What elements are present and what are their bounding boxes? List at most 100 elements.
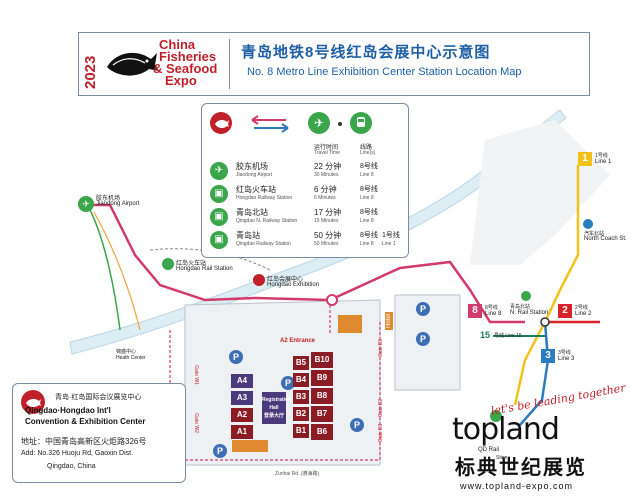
expo-logo-icon	[253, 274, 265, 286]
heath-center-en: Heath Center	[116, 355, 146, 361]
logo-text-expo: Expo	[165, 73, 197, 88]
row-dest-en: Jiaodong Airport	[236, 172, 273, 178]
line-2-label-en: Line 2	[575, 311, 592, 317]
qd-rail-label: QD Rail	[478, 447, 500, 453]
line-15-badge: 15	[477, 330, 493, 341]
line-8-label-cn: 8号线	[485, 305, 498, 311]
registration-hall: Registration Hall 登录大厅	[262, 392, 291, 424]
page-title-cn: 青岛地铁8号线红岛会展中心示意图	[241, 44, 491, 61]
header-banner: 2023 China Fisheries & Seafood Expo 青岛地铁…	[78, 32, 590, 96]
coach-label-en: North Coach St.	[584, 236, 627, 242]
row-line-en: Line 8	[360, 218, 374, 224]
venue-info-box: 青岛·红岛国际会议展览中心 Qingdao·Hongdao Int'l Conv…	[12, 383, 186, 483]
metro-line-8	[78, 203, 525, 324]
hall-b7: B7	[311, 406, 333, 422]
exhibition-label-en: Hongdao Exhibition	[267, 282, 320, 288]
north-station-en: N. Rail Station	[510, 310, 549, 316]
row-time-en: 6 Minutes	[314, 195, 336, 201]
metro-line-1	[513, 165, 580, 406]
hall-a4: A4	[231, 374, 253, 388]
parking-icon: P	[213, 444, 227, 458]
hall-b5: B5	[293, 356, 309, 370]
exhibition-station-marker	[326, 294, 338, 306]
hall-b3: B3	[293, 390, 309, 404]
airplane-icon: ✈	[78, 196, 94, 212]
north-station-marker	[540, 317, 550, 327]
legend-dot	[338, 122, 342, 126]
train-icon	[490, 410, 502, 422]
registration-hall-cn: 登录大厅	[263, 413, 284, 419]
bus-icon	[583, 219, 593, 229]
airport-link-line	[89, 209, 121, 331]
parking-icon: P	[416, 332, 430, 346]
train-icon: ▣	[210, 208, 228, 226]
gate-w1: Gate W1	[192, 365, 199, 385]
hall-b10: B10	[311, 352, 333, 368]
row-line-en: Line 8	[360, 195, 374, 201]
row-dest-cn: 红岛火车站	[236, 185, 276, 194]
row-line-cn: 8号线	[360, 163, 378, 170]
venue-name-en2: Convention & Exhibition Center	[25, 417, 146, 426]
logo-text-seafood: & Seafood	[153, 61, 218, 76]
fish-logo-icon	[107, 52, 159, 76]
land-area	[470, 120, 610, 265]
row-dest-cn: 青岛北站	[236, 208, 268, 217]
registration-hall-en: Registration Hall	[262, 397, 292, 411]
legend-row-airport: ✈ 胶东机场 Jiaodong Airport 22 分钟 30 Minutes…	[210, 161, 406, 183]
zunhai-road-label: Zunhai Rd. (遵海路)	[275, 471, 320, 477]
line-1-label-en: Line 1	[595, 159, 612, 165]
airplane-icon: ✈	[210, 162, 228, 180]
hotel-block-south	[232, 440, 268, 452]
page-title-en: No. 8 Metro Line Exhibition Center Stati…	[247, 66, 522, 78]
orange-road-line	[93, 211, 141, 331]
exhibition-label-cn: 红岛会展中心	[267, 277, 304, 283]
hotel-label: Hotel	[385, 311, 394, 331]
hall-b8: B8	[311, 388, 333, 404]
row-line-cn: 8号线	[360, 186, 378, 193]
row-line-cn: 8号线	[360, 232, 378, 239]
watermark-url: www.topland-expo.com	[460, 481, 574, 491]
transfer-arrows-icon	[251, 115, 289, 133]
col-header-time-cn: 运行时间	[314, 145, 339, 151]
gate-e2: Gate E2	[378, 398, 385, 418]
legend-row-qingdao: ▣ 青岛站 Qingdao Railway Station 50 分钟 50 M…	[210, 230, 406, 252]
venue-address-cn: 地址：中国青岛高新区火炬路326号	[21, 437, 147, 446]
rail-label-en: Hongdao Rail Station	[176, 266, 233, 272]
venue-address-en2: Qingdao, China	[47, 463, 96, 470]
line-2-label-cn: 2号线	[575, 305, 588, 311]
line-3-badge: 3	[541, 349, 555, 363]
legend-row-hongdao-rail: ▣ 红岛火车站 Hongdao Railway Station 6 分钟 6 M…	[210, 184, 406, 206]
parking-icon: P	[350, 418, 364, 432]
parking-icon: P	[281, 376, 295, 390]
row-time-cn: 22 分钟	[314, 162, 342, 171]
line-3-label-cn: 3号线	[558, 350, 571, 356]
row-time-cn: 6 分钟	[314, 185, 337, 194]
row-time-en: 15 Minutes	[314, 218, 339, 224]
logo-text-fisheries: Fisheries	[159, 49, 217, 64]
airplane-icon: ✈	[308, 112, 330, 134]
line-8-label-en: Line 8	[485, 311, 502, 317]
gate-e3: Gate E3	[378, 423, 385, 443]
parking-icon: P	[229, 350, 243, 364]
row-dest-cn: 青岛站	[236, 231, 260, 240]
row-time-cn: 17 分钟	[314, 208, 342, 217]
row-dest-en: Hongdao Railway Station	[236, 195, 293, 201]
row-dest-cn: 胶东机场	[236, 162, 268, 171]
row-time-en: 50 Minutes	[314, 241, 339, 247]
expo-logo-icon	[21, 390, 45, 414]
north-station-cn: 青岛北站	[510, 304, 531, 310]
row-dest-en: Qingdao N. Railway Station	[236, 218, 298, 224]
airport-label-cn: 胶东机场	[96, 196, 121, 202]
watermark-brand-cn: 标典世纪展览	[455, 457, 587, 479]
heath-center-cn: 锦盛中心	[116, 349, 137, 355]
col-header-line-en: Line(s)	[360, 150, 376, 156]
gate-e1: Gate E1	[378, 338, 385, 358]
hall-b4: B4	[293, 373, 309, 387]
venue-name-en1: Qingdao·Hongdao Int'l	[25, 406, 111, 415]
venue-name-cn: 青岛·红岛国际会议展览中心	[55, 394, 142, 401]
metro-line-3	[519, 321, 550, 426]
airport-label-en: Jiaodong Airport	[96, 201, 140, 207]
entrance-label: A2 Entrance	[280, 338, 316, 344]
train-icon: ▣	[210, 231, 228, 249]
row-time-cn: 50 分钟	[314, 231, 342, 240]
